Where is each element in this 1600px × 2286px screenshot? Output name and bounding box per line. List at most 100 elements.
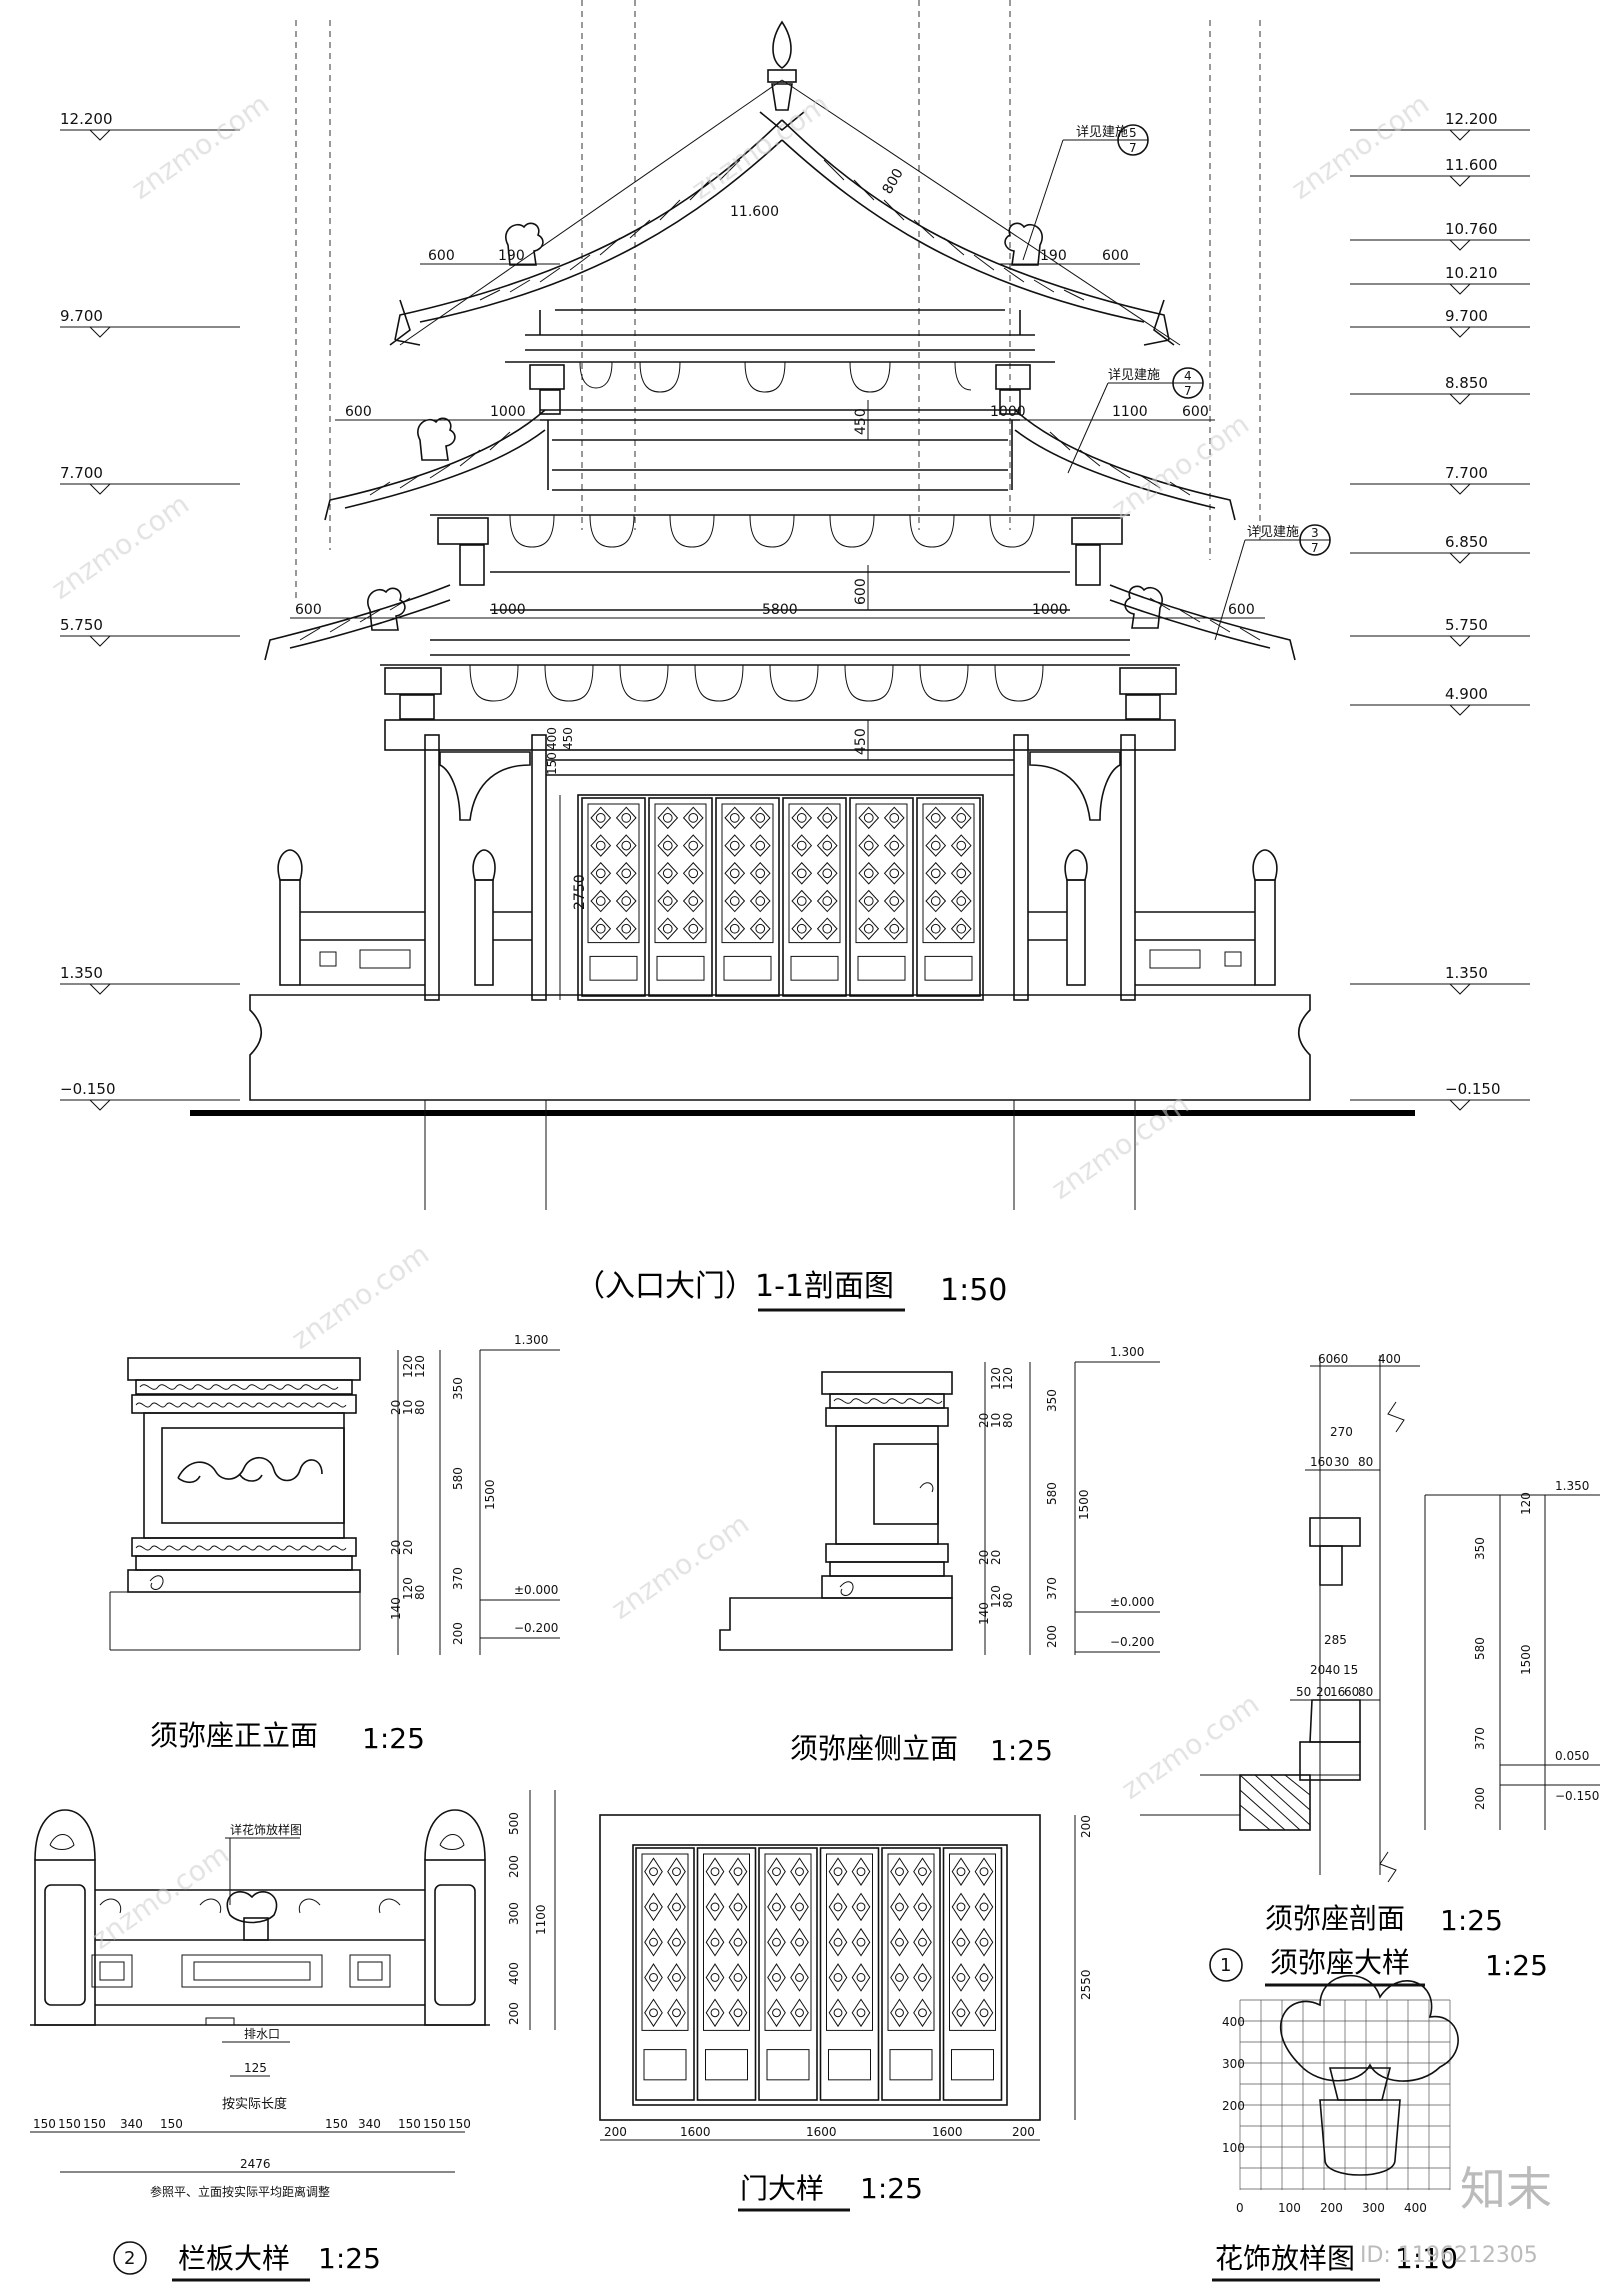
level-left-5: −0.150 (60, 1080, 116, 1098)
orn-x-3: 300 (1362, 2201, 1385, 2215)
ornament-layout: 400 300 200 100 0 100 200 300 400 花饰放样图 … (1212, 1974, 1459, 2282)
xs-dim-1: 120 (1001, 1367, 1015, 1390)
main-dims: 11.600 800 600 190 190 600 600 1000 1000… (290, 166, 1265, 1000)
door-dim-0: 200 (604, 2125, 627, 2139)
door-dim-4: 200 (1012, 2125, 1035, 2139)
dim-h-0: 450 (853, 408, 869, 435)
xsec-285-8: 80 (1358, 1685, 1373, 1699)
xf-dim-6: 580 (451, 1467, 465, 1490)
door-scale: 1:25 (860, 2172, 923, 2205)
level-left-2: 7.700 (60, 464, 103, 482)
xumizuo-side-title: 须弥座侧立面 (790, 1732, 958, 1765)
xumizuo-detail: 1 须弥座大样 1:25 (1209, 1946, 1548, 1987)
ridge-level: 11.600 (730, 204, 779, 220)
main-door-panel (916, 797, 981, 997)
railing-dim-8: 150 (423, 2117, 446, 2131)
dim-low-4: 600 (1228, 602, 1255, 618)
dim-h-3: 2750 (572, 874, 588, 910)
level-right-11: −0.150 (1445, 1080, 1501, 1098)
levels-left: 12.200 9.700 7.700 5.750 1.350 −0.150 (60, 110, 240, 1111)
ref-0-note: 详见建施 (1076, 125, 1128, 140)
xf-dim-5: 80 (413, 1400, 427, 1415)
level-left-4: 1.350 (60, 964, 103, 982)
railing-scale: 1:25 (318, 2242, 381, 2275)
orn-y-2: 200 (1222, 2099, 1245, 2113)
orn-y-0: 400 (1222, 2015, 1245, 2029)
wm-6: znzmo.com (1045, 1087, 1195, 1206)
xf-dim-14: 200 (451, 1622, 465, 1645)
lower-roof (264, 584, 1296, 720)
ornament-scale: 1:10 (1395, 2242, 1458, 2275)
xs-dim-2: 350 (1045, 1389, 1059, 1412)
xf-level-bottom: −0.200 (514, 1621, 558, 1635)
level-right-3: 10.210 (1445, 264, 1498, 282)
xsec-270-2: 30 (1334, 1455, 1349, 1469)
rafter-length: 800 (880, 166, 907, 197)
xsec-285-0: 285 (1324, 1633, 1347, 1647)
main-door-panel (782, 797, 847, 997)
xumizuo-detail-scale: 1:25 (1485, 1949, 1548, 1982)
dim-top-right-0: 190 (1040, 248, 1067, 264)
xs-dim-0: 120 (989, 1367, 1003, 1390)
xumizuo-side: 120 120 350 20 10 80 580 1500 20 20 370 … (719, 1345, 1160, 1767)
xumizuo-section-scale: 1:25 (1440, 1904, 1503, 1937)
dim-h-1: 600 (853, 578, 869, 605)
railing-h-5: 200 (507, 2002, 521, 2025)
xsec-top-2: 400 (1378, 1352, 1401, 1366)
xs-level-bottom: −0.200 (1110, 1635, 1154, 1649)
main-door-panel (715, 797, 780, 997)
ornament-title: 花饰放样图 (1215, 2242, 1355, 2275)
xf-dim-8: 20 (389, 1540, 403, 1555)
dim-mid-right-2: 600 (1182, 404, 1209, 420)
top-roof (389, 20, 1181, 421)
dim-top-left-0: 600 (428, 248, 455, 264)
door-detail: 200 1600 1600 1600 200 200 2550 门大样 1:25 (599, 1814, 1093, 2212)
xumizuo-section-title: 须弥座剖面 (1265, 1902, 1405, 1935)
railing-dim-1: 150 (58, 2117, 81, 2131)
dim-low-3: 1000 (1032, 602, 1068, 618)
door-h-0: 200 (1079, 1815, 1093, 1838)
railing-length-note: 按实际长度 (222, 2096, 287, 2112)
xsec-270-1: 160 (1310, 1455, 1333, 1469)
wm-0: znzmo.com (125, 87, 275, 206)
dim-mid-right-1: 1100 (1112, 404, 1148, 420)
door-dim-1: 1600 (680, 2125, 711, 2139)
railing-h-1: 200 (507, 1855, 521, 1878)
railing-dim-4: 150 (160, 2117, 183, 2131)
xsec-r-2: 580 (1473, 1637, 1487, 1660)
door-detail-panel (819, 1847, 880, 2101)
xs-dim-3: 20 (977, 1413, 991, 1428)
railing-drain-dim: 125 (244, 2061, 267, 2075)
orn-x-1: 100 (1278, 2201, 1301, 2215)
xs-dim-10: 370 (1045, 1577, 1059, 1600)
xsec-270-3: 80 (1358, 1455, 1373, 1469)
ref-2-note: 详见建施 (1247, 525, 1299, 540)
main-doors (577, 794, 984, 1001)
xs-level-top: 1.300 (1110, 1345, 1144, 1359)
xsec-r-5: 200 (1473, 1787, 1487, 1810)
main-section-scale: 1:50 (940, 1273, 1007, 1308)
level-right-4: 9.700 (1445, 307, 1488, 325)
xsec-level-top: 1.350 (1555, 1479, 1589, 1493)
xumizuo-detail-title: 须弥座大样 (1270, 1946, 1410, 1979)
xf-dim-0: 120 (401, 1355, 415, 1378)
wm-9: znzmo.com (85, 1837, 235, 1956)
dim-h-6: 450 (561, 727, 575, 750)
wm-5: znzmo.com (285, 1237, 435, 1356)
orn-y-1: 300 (1222, 2057, 1245, 2071)
orn-y-3: 100 (1222, 2141, 1245, 2155)
platform-base (190, 994, 1415, 1210)
levels-right: 12.200 11.600 10.760 10.210 9.700 8.850 … (1350, 110, 1530, 1111)
railing-detail: 详花饰放样图 排水口 125 按实际长度 150 150 150 340 150… (30, 1790, 556, 2282)
xs-dim-5: 80 (1001, 1413, 1015, 1428)
xsec-r-3: 1500 (1519, 1644, 1533, 1675)
xs-dim-13: 80 (1001, 1593, 1015, 1608)
middle-roof (324, 409, 1236, 611)
ref-0-num: 5 (1129, 126, 1137, 140)
railing-h-3: 1100 (534, 1904, 548, 1935)
railing-total: 2476 (240, 2157, 271, 2171)
railing-number: 2 (124, 2248, 135, 2269)
xf-level-top: 1.300 (514, 1333, 548, 1347)
xsec-285-1: 20 (1310, 1663, 1325, 1677)
door-detail-panel (635, 1847, 695, 2101)
